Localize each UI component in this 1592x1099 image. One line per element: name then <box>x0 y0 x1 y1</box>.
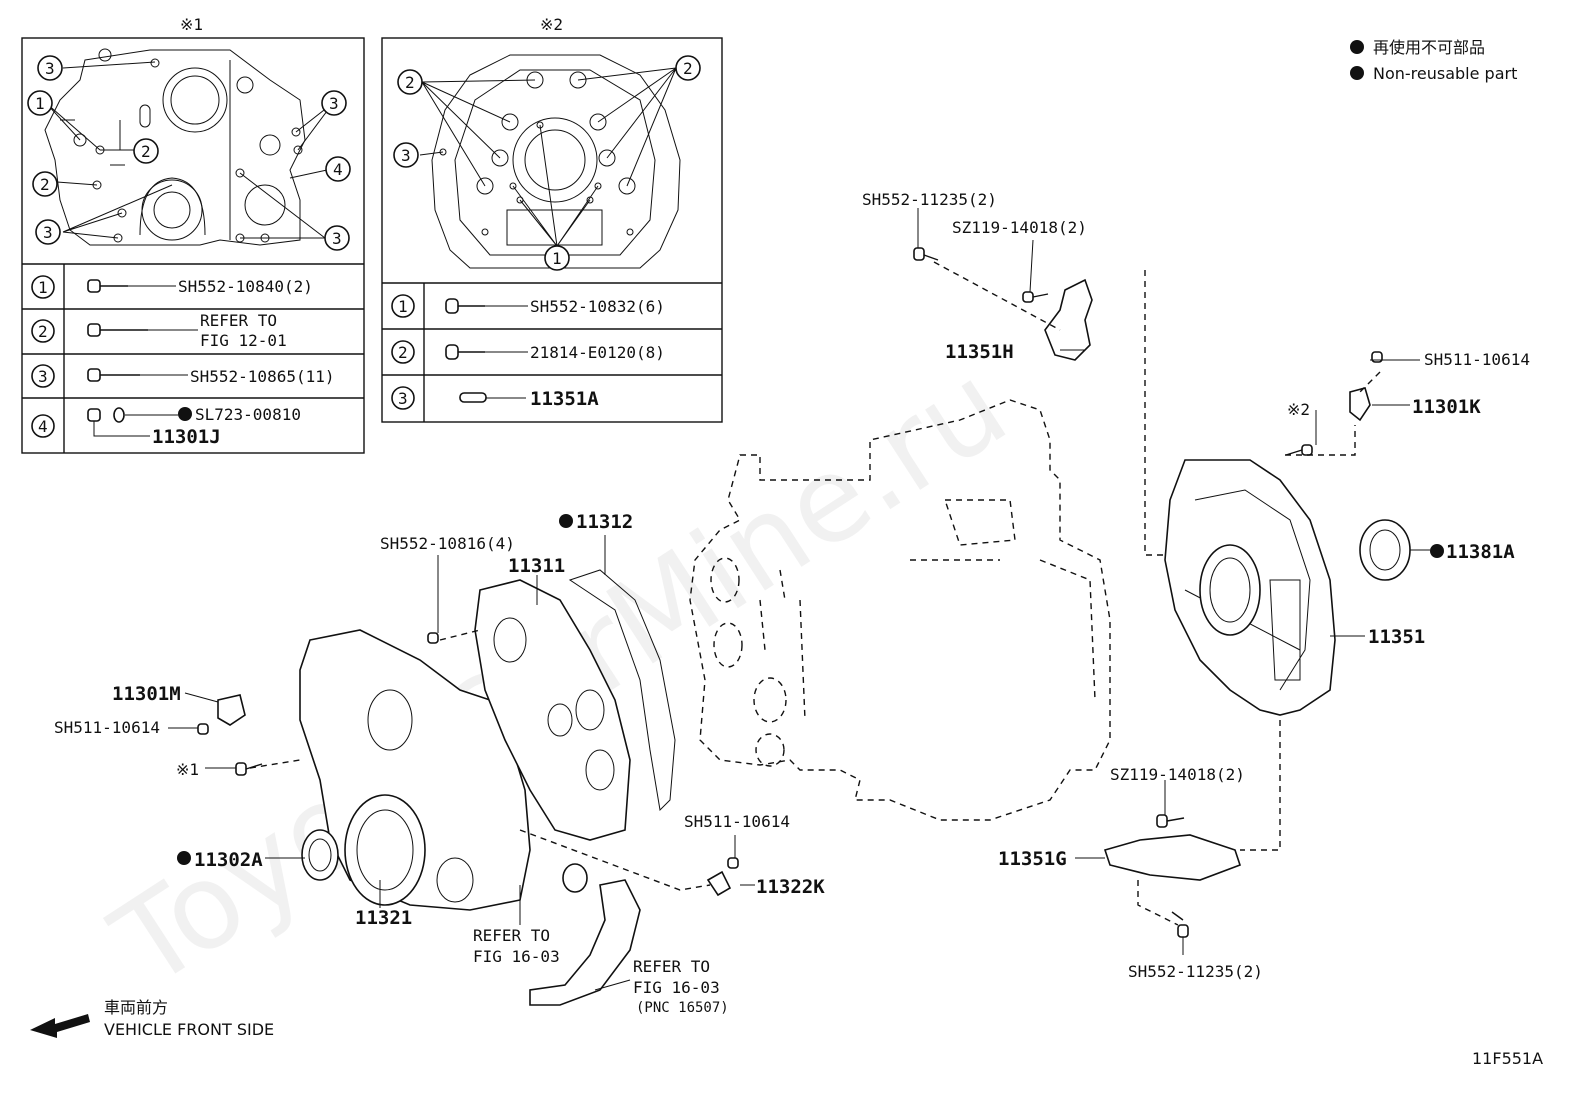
part-number: 21814-E0120(8) <box>530 343 665 362</box>
inset-1-row-2: 2 REFER TO FIG 12-01 <box>31 311 287 350</box>
label-sh552-10816: SH552-10816(4) <box>380 534 515 553</box>
label-11351: 11351 <box>1368 626 1425 648</box>
sensor-11301k <box>1349 387 1371 422</box>
svg-text:3: 3 <box>332 229 342 248</box>
inset-1-marker: ※1 <box>180 15 203 34</box>
flywheel-housing-11351 <box>1164 459 1411 716</box>
svg-text:2: 2 <box>683 59 693 78</box>
label-sh552-11235-bot: SH552-11235(2) <box>1128 962 1263 981</box>
label-sh511-10614-left: SH511-10614 <box>54 718 160 737</box>
svg-text:4: 4 <box>38 417 48 436</box>
part-number: SH552-10840(2) <box>178 277 313 296</box>
timing-gear-case-11311 <box>474 579 631 841</box>
label-sz119-14018-top: SZ119-14018(2) <box>952 218 1087 237</box>
svg-text:2: 2 <box>141 142 151 161</box>
svg-text:2: 2 <box>398 343 408 362</box>
label-refer-1-line1: REFER TO <box>473 926 550 945</box>
svg-text:1: 1 <box>38 278 48 297</box>
front-en: VEHICLE FRONT SIDE <box>104 1020 274 1039</box>
label-refer-2-line1: REFER TO <box>633 957 710 976</box>
part-number: 11351A <box>530 388 599 410</box>
refer-line1: REFER TO <box>200 311 277 330</box>
inset-2-callout: 2 2 3 1 <box>393 55 701 271</box>
label-11322k: 11322K <box>756 876 825 898</box>
non-reusable-dot-icon <box>1350 66 1364 80</box>
svg-text:3: 3 <box>329 94 339 113</box>
inset-2-row-1: 1 SH552-10832(6) <box>391 294 665 318</box>
svg-text:2: 2 <box>38 322 48 341</box>
flywheel-housing-sketch <box>431 54 681 269</box>
bolt-icon <box>197 247 1383 938</box>
label-refer-2-line3: (PNC 16507) <box>636 1000 729 1016</box>
label-refer-1-line2: FIG 16-03 <box>473 947 560 966</box>
inset-1-row-1: 1 SH552-10840(2) <box>31 275 313 299</box>
inset-1-row-4: 4 SL723-00810 11301J <box>31 405 301 448</box>
label-11301k: 11301K <box>1412 396 1481 418</box>
inset-2-row-2: 2 21814-E0120(8) <box>391 340 665 364</box>
front-jp: 車両前方 <box>104 998 168 1017</box>
svg-text:3: 3 <box>398 389 408 408</box>
inset-2: ※2 <box>381 15 723 423</box>
svg-text:1: 1 <box>552 249 562 268</box>
label-11301m: 11301M <box>112 683 181 705</box>
part-number: 11301J <box>152 426 221 448</box>
label-11321: 11321 <box>355 907 412 929</box>
non-reusable-dot-icon <box>178 407 192 421</box>
label-11302a: 11302A <box>194 849 263 871</box>
inset-2-marker: ※2 <box>540 15 563 34</box>
svg-text:1: 1 <box>35 94 45 113</box>
sensor-11322k <box>706 870 732 897</box>
sensor-11301m <box>217 694 246 726</box>
label-ref1: ※1 <box>176 760 199 779</box>
bracket-11351h <box>1044 278 1093 361</box>
svg-text:3: 3 <box>45 59 55 78</box>
engine-block-outline <box>689 399 1111 821</box>
svg-text:2: 2 <box>40 175 50 194</box>
vehicle-front-indicator: 車両前方 VEHICLE FRONT SIDE <box>30 998 274 1039</box>
legend-line-en: Non-reusable part <box>1373 64 1517 83</box>
arrow-left-icon <box>30 1014 90 1038</box>
label-11311: 11311 <box>508 555 565 577</box>
label-11312: 11312 <box>576 511 633 533</box>
part-number: SL723-00810 <box>195 405 301 424</box>
inset-2-row-3: 3 11351A <box>391 386 599 410</box>
inset-1-row-3: 3 SH552-10865(11) <box>31 364 335 388</box>
label-sh511-10614-right: SH511-10614 <box>1424 350 1530 369</box>
svg-text:1: 1 <box>398 297 408 316</box>
refer-line2: FIG 12-01 <box>200 331 287 350</box>
legend: 再使用不可部品 Non-reusable part <box>1350 38 1517 83</box>
timing-cover-11321 <box>299 629 531 911</box>
gasket-11312 <box>568 569 676 812</box>
non-reusable-dot-icon <box>177 851 191 865</box>
inset-1-callout: 3 1 2 2 3 3 3 4 <box>27 55 351 251</box>
svg-text:3: 3 <box>38 367 48 386</box>
svg-text:3: 3 <box>401 146 411 165</box>
o-ring <box>562 863 588 893</box>
non-reusable-dot-icon <box>1430 544 1444 558</box>
figure-code: 11F551A <box>1472 1049 1543 1068</box>
label-11351h: 11351H <box>945 341 1014 363</box>
water-pipe <box>529 879 641 1006</box>
timing-cover-sketch <box>44 48 306 246</box>
label-ref2: ※2 <box>1287 400 1310 419</box>
part-number: SH552-10865(11) <box>190 367 335 386</box>
svg-text:4: 4 <box>333 160 343 179</box>
label-11381a: 11381A <box>1446 541 1515 563</box>
label-sh511-10614-mid: SH511-10614 <box>684 812 790 831</box>
non-reusable-dot-icon <box>1350 40 1364 54</box>
non-reusable-dot-icon <box>559 514 573 528</box>
svg-text:2: 2 <box>405 73 415 92</box>
label-sh552-11235-top: SH552-11235(2) <box>862 190 997 209</box>
label-refer-2-line2: FIG 16-03 <box>633 978 720 997</box>
label-sz119-14018-bot: SZ119-14018(2) <box>1110 765 1245 784</box>
inset-1: ※1 <box>21 15 365 454</box>
svg-text:3: 3 <box>43 223 53 242</box>
bracket-11351g <box>1103 834 1242 881</box>
part-number: SH552-10832(6) <box>530 297 665 316</box>
label-11351g: 11351G <box>998 848 1067 870</box>
legend-line-jp: 再使用不可部品 <box>1373 38 1485 57</box>
